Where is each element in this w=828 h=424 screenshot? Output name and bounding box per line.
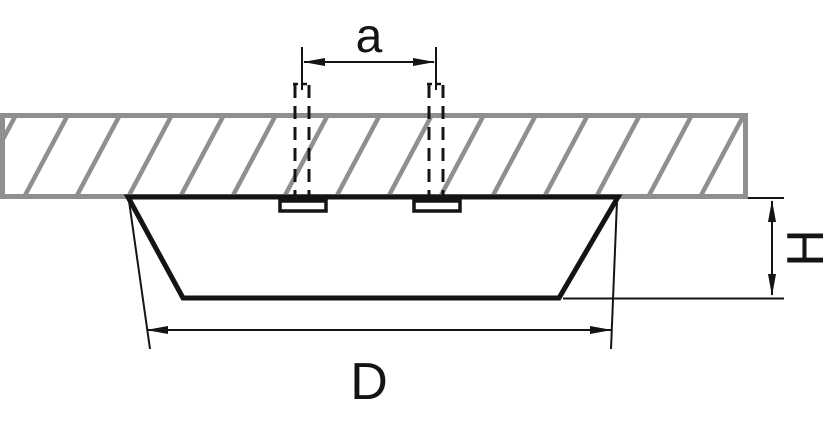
ceiling-hatch-pattern <box>4 118 744 195</box>
mounting-tab-left <box>278 199 328 213</box>
dimension-d: D <box>128 200 618 411</box>
dimension-a: a <box>301 10 437 90</box>
dimension-d-label: D <box>350 353 388 411</box>
dimension-h-label: H <box>777 229 828 267</box>
dimension-d-extension-left <box>128 200 151 350</box>
mounting-bolt-right <box>427 82 445 201</box>
dimension-d-extension-right <box>610 200 618 350</box>
fixture-body <box>123 194 623 301</box>
mounting-bolt-left <box>293 82 311 201</box>
mounting-tab-right <box>412 199 462 213</box>
dimension-h: H <box>563 197 828 300</box>
ceiling-slab <box>0 113 748 199</box>
dimension-a-label: a <box>356 10 383 63</box>
